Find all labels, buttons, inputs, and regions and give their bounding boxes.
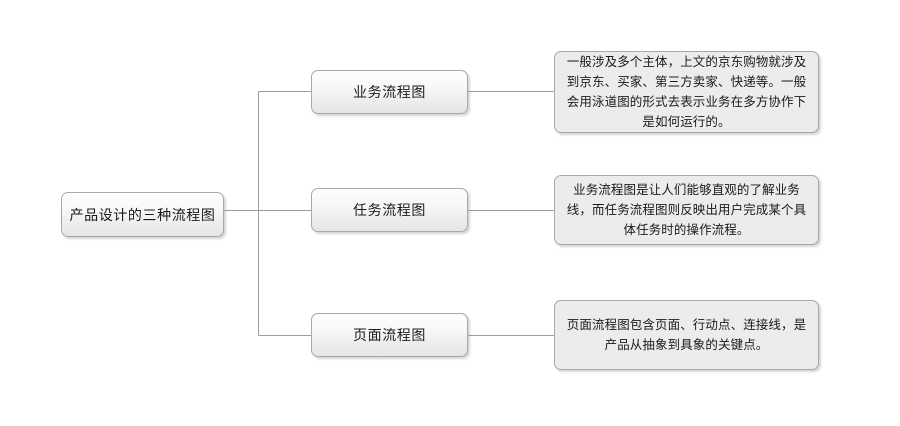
detail-panel-text: 业务流程图是让人们能够直观的了解业务线，而任务流程图则反映出用户完成某个具体任务…: [566, 181, 807, 238]
detail-panel-business-flow[interactable]: 一般涉及多个主体，上文的京东购物就涉及到京东、买家、第三方卖家、快递等。一般会用…: [554, 51, 819, 133]
branch-node-page-flow[interactable]: 页面流程图: [311, 313, 468, 357]
branch-node-business-flow[interactable]: 业务流程图: [311, 70, 468, 114]
detail-panel-text: 一般涉及多个主体，上文的京东购物就涉及到京东、买家、第三方卖家、快递等。一般会用…: [566, 53, 807, 130]
root-node-label: 产品设计的三种流程图: [69, 207, 216, 224]
detail-panel-page-flow[interactable]: 页面流程图包含页面、行动点、连接线，是产品从抽象到具象的关键点。: [554, 300, 819, 370]
branch-node-label: 业务流程图: [353, 85, 426, 101]
branch-node-label: 任务流程图: [353, 203, 426, 219]
branch-node-task-flow[interactable]: 任务流程图: [311, 188, 468, 232]
root-node[interactable]: 产品设计的三种流程图: [61, 192, 224, 237]
branch-node-label: 页面流程图: [353, 328, 426, 344]
detail-panel-text: 页面流程图包含页面、行动点、连接线，是产品从抽象到具象的关键点。: [566, 316, 807, 352]
detail-panel-task-flow[interactable]: 业务流程图是让人们能够直观的了解业务线，而任务流程图则反映出用户完成某个具体任务…: [554, 175, 819, 245]
